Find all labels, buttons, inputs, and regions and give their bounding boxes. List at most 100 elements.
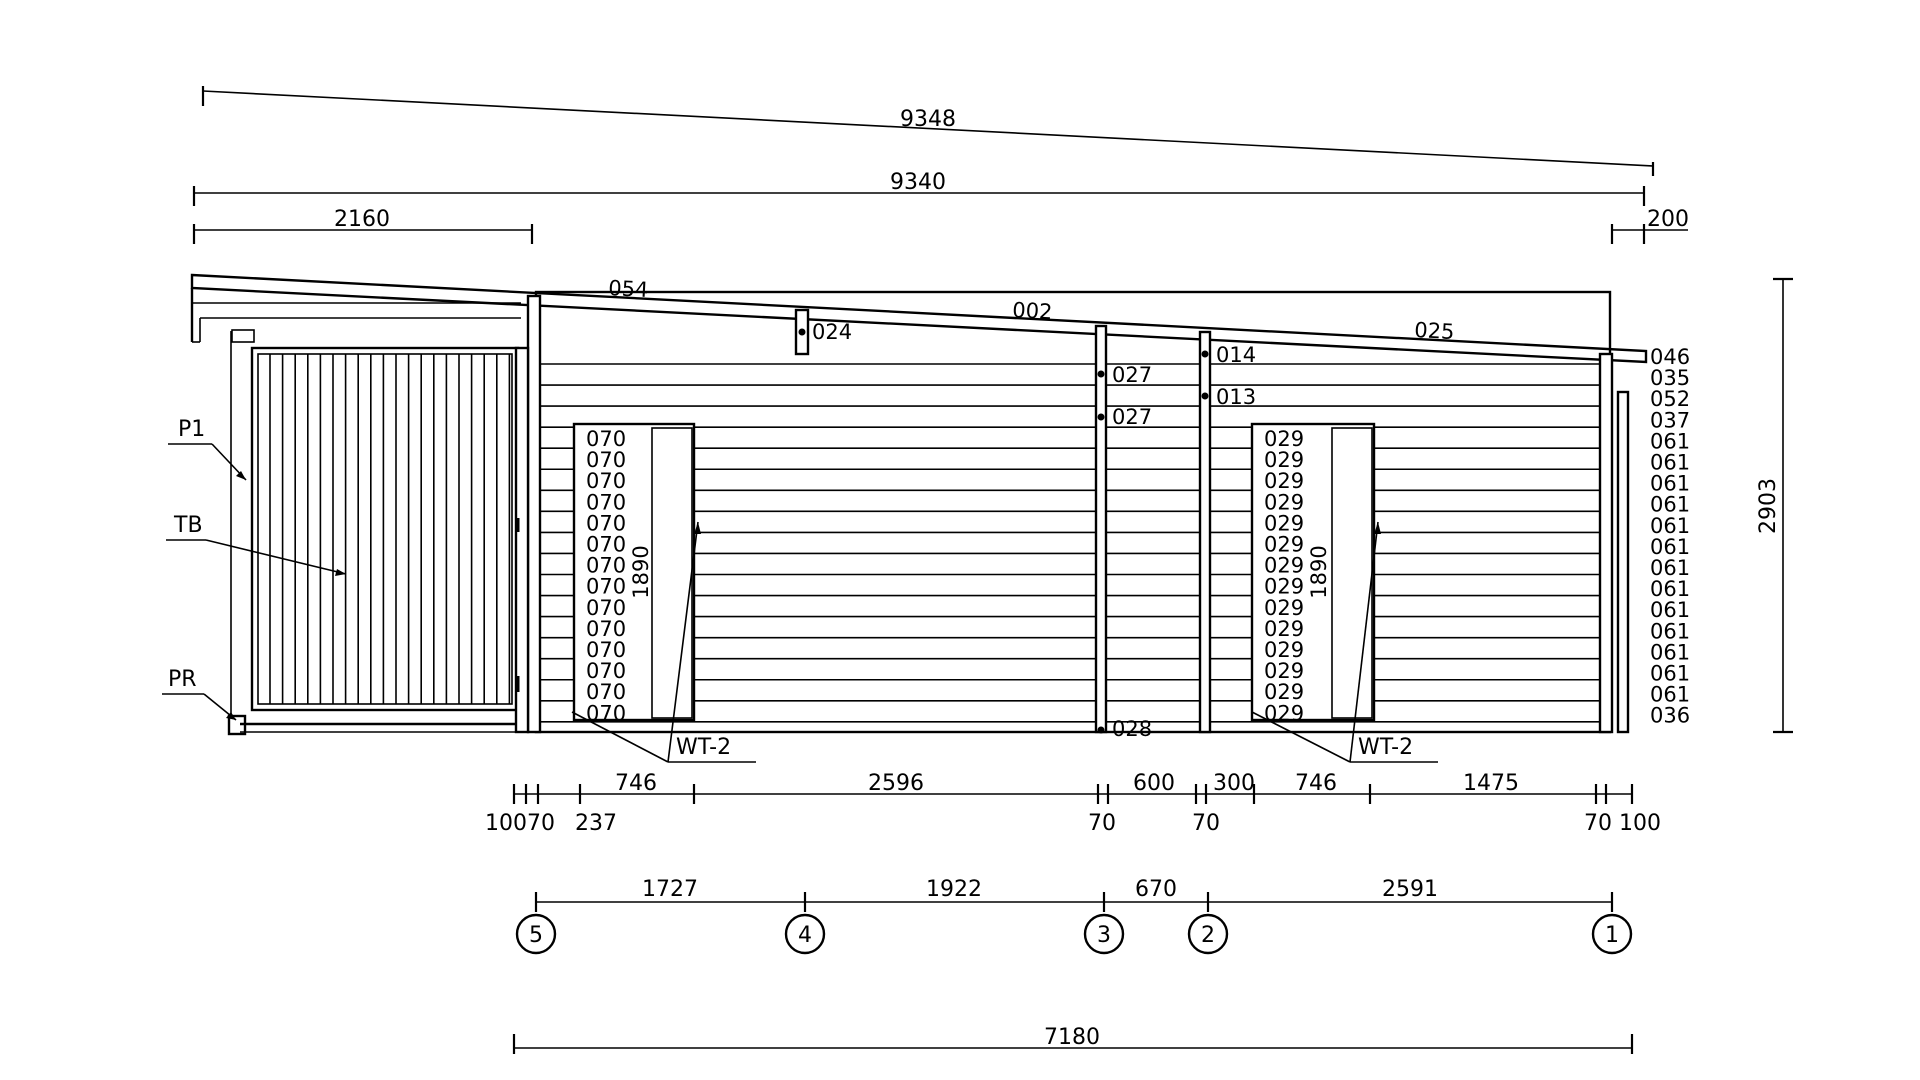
right-edge-code: 061 xyxy=(1650,514,1690,538)
row1-dim-3: 600 xyxy=(1133,771,1175,796)
code-027-lower: 027 xyxy=(1112,405,1152,429)
left-window-code: 070 xyxy=(586,659,626,683)
row1-dim-6: 1475 xyxy=(1463,771,1519,796)
row1-dim-4: 300 xyxy=(1213,771,1255,796)
left-window-code: 070 xyxy=(586,596,626,620)
right-window-code: 029 xyxy=(1264,596,1304,620)
dim-overall: 9340 xyxy=(192,170,1646,206)
right-edge-code: 061 xyxy=(1650,556,1690,580)
code-028: 028 xyxy=(1112,717,1152,741)
dim-row-1: 746 2596 600 300 746 1475 xyxy=(512,771,1634,804)
right-edge-code: 061 xyxy=(1650,535,1690,559)
dim-overall-sloped: 9348 xyxy=(201,86,1655,176)
left-window-code: 070 xyxy=(586,490,626,514)
row2-dim-6: 100 xyxy=(1619,811,1661,836)
axis-marker-3: 3 xyxy=(1083,913,1125,955)
left-window-code: 070 xyxy=(586,469,626,493)
dim-axis-spacing: 1727 1922 670 2591 xyxy=(534,877,1614,912)
dim-height: 2903 xyxy=(1756,277,1793,734)
left-window-code: 070 xyxy=(586,701,626,725)
svg-text:2: 2 xyxy=(1201,923,1215,948)
right-window-code: 029 xyxy=(1264,554,1304,578)
right-edge-code: 061 xyxy=(1650,662,1690,686)
right-window-code: 029 xyxy=(1264,638,1304,662)
axis-marker-2: 2 xyxy=(1187,913,1229,955)
axis-spacing-1: 1727 xyxy=(642,877,698,902)
left-window-code: 070 xyxy=(586,680,626,704)
right-edge-code: 061 xyxy=(1650,598,1690,622)
right-window-codes: 0290290290290290290290290290290290290290… xyxy=(1264,427,1304,725)
overall-label: 9340 xyxy=(890,170,946,195)
right-window-code: 029 xyxy=(1264,448,1304,472)
right-edge-code: 052 xyxy=(1650,387,1690,411)
roof-code-2: 002 xyxy=(1012,298,1053,324)
axis-marker-1: 1 xyxy=(1591,913,1633,955)
right-edge-code: 061 xyxy=(1650,451,1690,475)
code-014: 014 xyxy=(1216,343,1256,367)
right-overhang-label: 200 xyxy=(1647,207,1689,232)
left-window-codes: 0700700700700700700700700700700700700700… xyxy=(586,427,626,725)
svg-text:1: 1 xyxy=(1605,923,1619,948)
row2-dim-1: 10070 xyxy=(485,811,555,836)
row2-dim-5: 70 xyxy=(1584,811,1612,836)
dim-right-overhang: 200 xyxy=(1610,207,1689,244)
svg-text:5: 5 xyxy=(529,923,543,948)
axis-marker-4: 4 xyxy=(784,913,826,955)
part-codes: 054 002 025 024 027 027 014 013 028 0460… xyxy=(586,276,1690,741)
right-edge-code: 061 xyxy=(1650,640,1690,664)
left-window-code: 070 xyxy=(586,575,626,599)
total-length-label: 7180 xyxy=(1044,1025,1100,1050)
left-window-code: 070 xyxy=(586,511,626,535)
svg-text:3: 3 xyxy=(1097,923,1111,948)
label-tb: TB xyxy=(173,513,203,538)
height-label: 2903 xyxy=(1756,478,1781,534)
left-window-code: 070 xyxy=(586,554,626,578)
roof-code-1: 054 xyxy=(608,276,649,302)
label-wt-right: WT-2 xyxy=(1358,735,1413,760)
right-window-code: 029 xyxy=(1264,511,1304,535)
left-window-code: 070 xyxy=(586,617,626,641)
axis-spacing-4: 2591 xyxy=(1382,877,1438,902)
code-013: 013 xyxy=(1216,385,1256,409)
row2-dim-4: 70 xyxy=(1192,811,1220,836)
code-027-upper: 027 xyxy=(1112,363,1152,387)
right-window-code: 029 xyxy=(1264,490,1304,514)
row1-dim-2: 2596 xyxy=(868,771,924,796)
right-window-code: 029 xyxy=(1264,469,1304,493)
gate-slats xyxy=(269,354,511,704)
right-edge-code: 061 xyxy=(1650,429,1690,453)
right-edge-code: 061 xyxy=(1650,472,1690,496)
dim-left-canopy: 2160 xyxy=(192,207,534,244)
code-024: 024 xyxy=(812,320,852,344)
wall-logs xyxy=(540,363,1600,723)
row1-dim-5: 746 xyxy=(1295,771,1337,796)
right-edge-code: 061 xyxy=(1650,683,1690,707)
right-edge-codes: 0460350520370610610610610610610610610610… xyxy=(1650,345,1690,728)
overall-sloped-label: 9348 xyxy=(900,107,956,132)
axis-marker-5: 5 xyxy=(515,913,557,955)
right-edge-code: 046 xyxy=(1650,345,1690,369)
left-window-code: 070 xyxy=(586,533,626,557)
right-window-code: 029 xyxy=(1264,533,1304,557)
svg-text:4: 4 xyxy=(798,923,812,948)
left-window-code: 070 xyxy=(586,638,626,662)
row1-dim-1: 746 xyxy=(615,771,657,796)
right-edge-code: 035 xyxy=(1650,366,1690,390)
roof-code-3: 025 xyxy=(1414,318,1455,344)
left-window-code: 070 xyxy=(586,448,626,472)
right-window-code: 029 xyxy=(1264,575,1304,599)
right-edge-code: 061 xyxy=(1650,619,1690,643)
leader-labels: P1 TB PR WT-2 WT-2 xyxy=(162,417,1438,763)
right-window-code: 029 xyxy=(1264,617,1304,641)
window-height-right: 1890 xyxy=(1307,545,1331,598)
row2-dim-3: 70 xyxy=(1088,811,1116,836)
label-pr: PR xyxy=(168,667,197,692)
right-window-code: 029 xyxy=(1264,427,1304,451)
dim-row-2: 10070 237 70 70 70 100 xyxy=(485,811,1661,836)
dim-total-length: 7180 xyxy=(512,1025,1634,1054)
label-p1: P1 xyxy=(178,417,205,442)
window-height-left: 1890 xyxy=(629,545,653,598)
right-edge-code: 061 xyxy=(1650,577,1690,601)
right-window-code: 029 xyxy=(1264,659,1304,683)
